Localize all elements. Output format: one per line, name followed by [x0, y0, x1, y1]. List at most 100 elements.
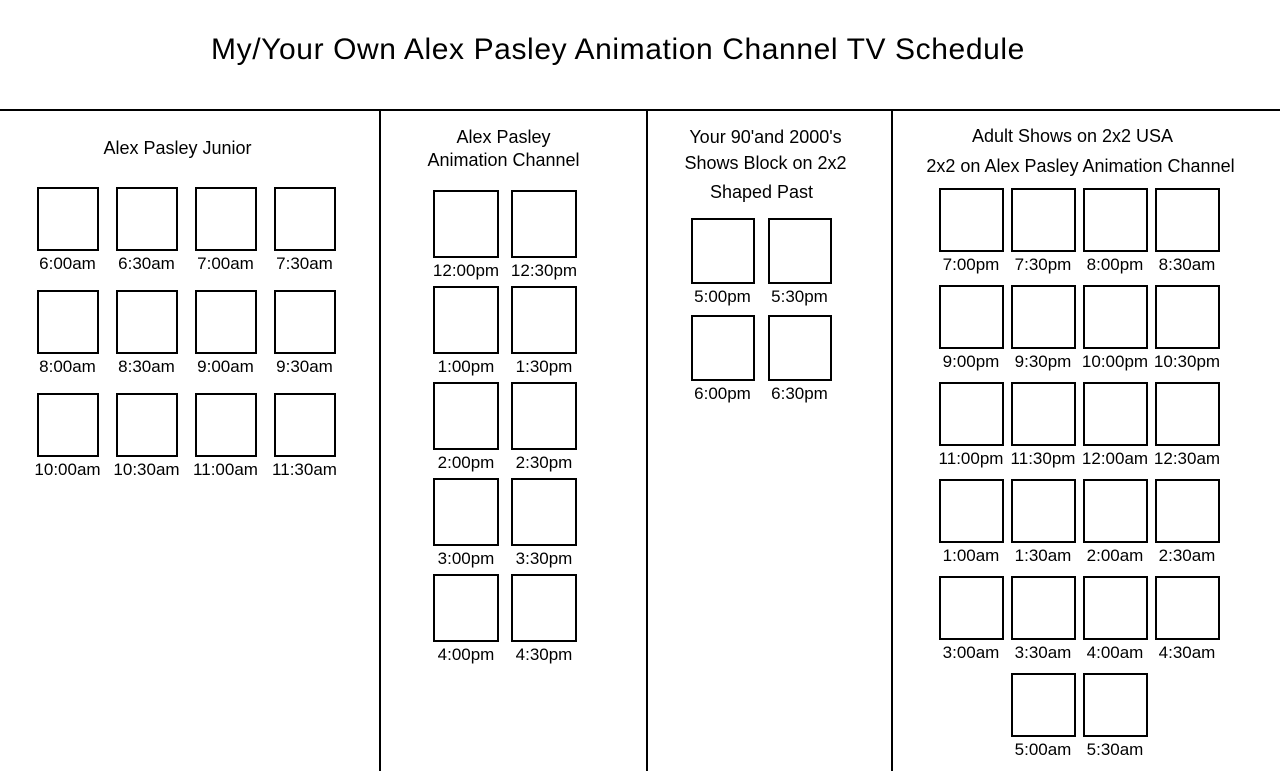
schedule-cell: 4:30am	[1151, 576, 1223, 673]
slot-time-label: 8:00pm	[1086, 255, 1144, 274]
empty-show-slot-box	[194, 393, 257, 457]
schedule-cell: 10:30pm	[1151, 285, 1223, 382]
empty-show-slot-box	[433, 574, 499, 642]
slot-time-label: 7:00am	[197, 254, 254, 273]
empty-show-slot-box	[1010, 673, 1076, 737]
slot-time-label: 11:00am	[193, 460, 258, 479]
slot-time-label: 12:00pm	[432, 261, 500, 280]
empty-show-slot-box	[36, 393, 99, 457]
slot-time-label: 12:30am	[1153, 449, 1221, 468]
empty-show-slot-box	[1010, 285, 1076, 349]
schedule-cell: 12:00am	[1079, 382, 1151, 479]
schedule-cell: 10:00am	[28, 393, 107, 496]
slot-time-label: 9:00pm	[942, 352, 1000, 371]
column-heading-line-2: Animation Channel	[427, 150, 580, 170]
schedule-cell: 2:00am	[1079, 479, 1151, 576]
slot-time-label: 2:30pm	[515, 453, 573, 472]
slot-time-label: 6:00pm	[694, 384, 751, 403]
empty-show-slot-box	[511, 574, 577, 642]
slot-time-label: 10:30pm	[1153, 352, 1221, 371]
slot-time-label: 11:00pm	[938, 449, 1004, 468]
empty-show-slot-box	[938, 188, 1004, 252]
slot-time-label: 2:00am	[1086, 546, 1144, 565]
schedule-cell: 4:00pm	[427, 574, 505, 670]
slot-time-label: 3:00am	[942, 643, 1000, 662]
schedule-cell: 11:30pm	[1007, 382, 1079, 479]
schedule-cell: 2:00pm	[427, 382, 505, 478]
schedule-cell: 7:00pm	[935, 188, 1007, 285]
column-adult-shows-on-2x2-usa: Adult Shows on 2x2 USA 2x2 on Alex Pasle…	[893, 110, 1280, 771]
schedule-cell: 8:00am	[28, 290, 107, 393]
column-heading: Alex Pasley Junior	[103, 138, 252, 158]
empty-show-slot-box	[194, 290, 257, 354]
slot-time-label: 8:30am	[1158, 255, 1216, 274]
empty-show-slot-box	[511, 286, 577, 354]
slot-time-label: 3:00pm	[437, 549, 495, 568]
slot-time-label: 1:00am	[942, 546, 1000, 565]
column-heading-line-1: Adult Shows on 2x2 USA	[971, 126, 1174, 146]
empty-show-slot-box	[1010, 479, 1076, 543]
empty-show-slot-box	[1154, 285, 1220, 349]
schedule-cell: 3:30pm	[505, 478, 583, 574]
empty-show-slot-box	[1154, 188, 1220, 252]
empty-show-slot-box	[1082, 576, 1148, 640]
schedule-cell: 3:30am	[1007, 576, 1079, 673]
slot-time-label: 12:00am	[1081, 449, 1149, 468]
empty-show-slot-box	[273, 393, 336, 457]
schedule-cell: 2:30pm	[505, 382, 583, 478]
empty-show-slot-box	[115, 393, 178, 457]
schedule-cell: 11:30am	[265, 393, 344, 496]
slot-time-label: 4:00am	[1086, 643, 1144, 662]
slot-time-label: 9:30pm	[1014, 352, 1072, 371]
empty-show-slot-box	[1082, 285, 1148, 349]
empty-show-slot-box	[1082, 382, 1148, 446]
schedule-cell: 1:30pm	[505, 286, 583, 382]
slot-time-label: 1:30pm	[515, 357, 573, 376]
slot-time-label: 6:30am	[118, 254, 175, 273]
schedule-cell: 3:00am	[935, 576, 1007, 673]
empty-show-slot-box	[1010, 382, 1076, 446]
column-90s-2000s-shows-block: Your 90'and 2000's Shows Block on 2x2 Sh…	[648, 110, 891, 771]
empty-show-slot-box	[1082, 673, 1148, 737]
slot-time-label: 5:30am	[1086, 740, 1144, 759]
slot-time-label: 5:00am	[1014, 740, 1072, 759]
schedule-cell: 10:00pm	[1079, 285, 1151, 382]
empty-show-slot-box	[938, 382, 1004, 446]
column-heading-line-2: 2x2 on Alex Pasley Animation Channel	[926, 156, 1235, 176]
schedule-cell: 1:00pm	[427, 286, 505, 382]
column-subheading: Shaped Past	[709, 182, 814, 202]
empty-show-slot-box	[433, 478, 499, 546]
schedule-cell: 8:30am	[1151, 188, 1223, 285]
slot-time-label: 4:00pm	[437, 645, 495, 664]
empty-show-slot-box	[1154, 576, 1220, 640]
slot-time-label: 1:30am	[1014, 546, 1072, 565]
slot-time-label: 9:00am	[197, 357, 254, 376]
empty-show-slot-box	[511, 382, 577, 450]
empty-show-slot-box	[433, 190, 499, 258]
empty-show-slot-box	[938, 285, 1004, 349]
schedule-cell: 7:30pm	[1007, 188, 1079, 285]
schedule-cell: 11:00pm	[935, 382, 1007, 479]
empty-show-slot-box	[938, 576, 1004, 640]
empty-show-slot-box	[511, 478, 577, 546]
slot-time-label: 2:00pm	[437, 453, 495, 472]
slot-time-label: 12:30pm	[510, 261, 578, 280]
slot-time-label: 3:30pm	[515, 549, 573, 568]
schedule-cell: 5:30pm	[761, 218, 838, 315]
column-divider-line-3	[891, 110, 893, 771]
slot-time-label: 8:30am	[118, 357, 175, 376]
empty-show-slot-box	[511, 190, 577, 258]
empty-show-slot-box	[690, 218, 755, 284]
column-divider-line-1	[379, 110, 381, 771]
slot-time-label: 2:30am	[1158, 546, 1216, 565]
schedule-cell: 9:00am	[186, 290, 265, 393]
schedule-cell: 5:00pm	[684, 218, 761, 315]
schedule-cell: 6:30pm	[761, 315, 838, 412]
column-heading-line-2: Shows Block on 2x2	[684, 153, 847, 173]
empty-show-slot-box	[36, 290, 99, 354]
empty-show-slot-box	[1010, 188, 1076, 252]
